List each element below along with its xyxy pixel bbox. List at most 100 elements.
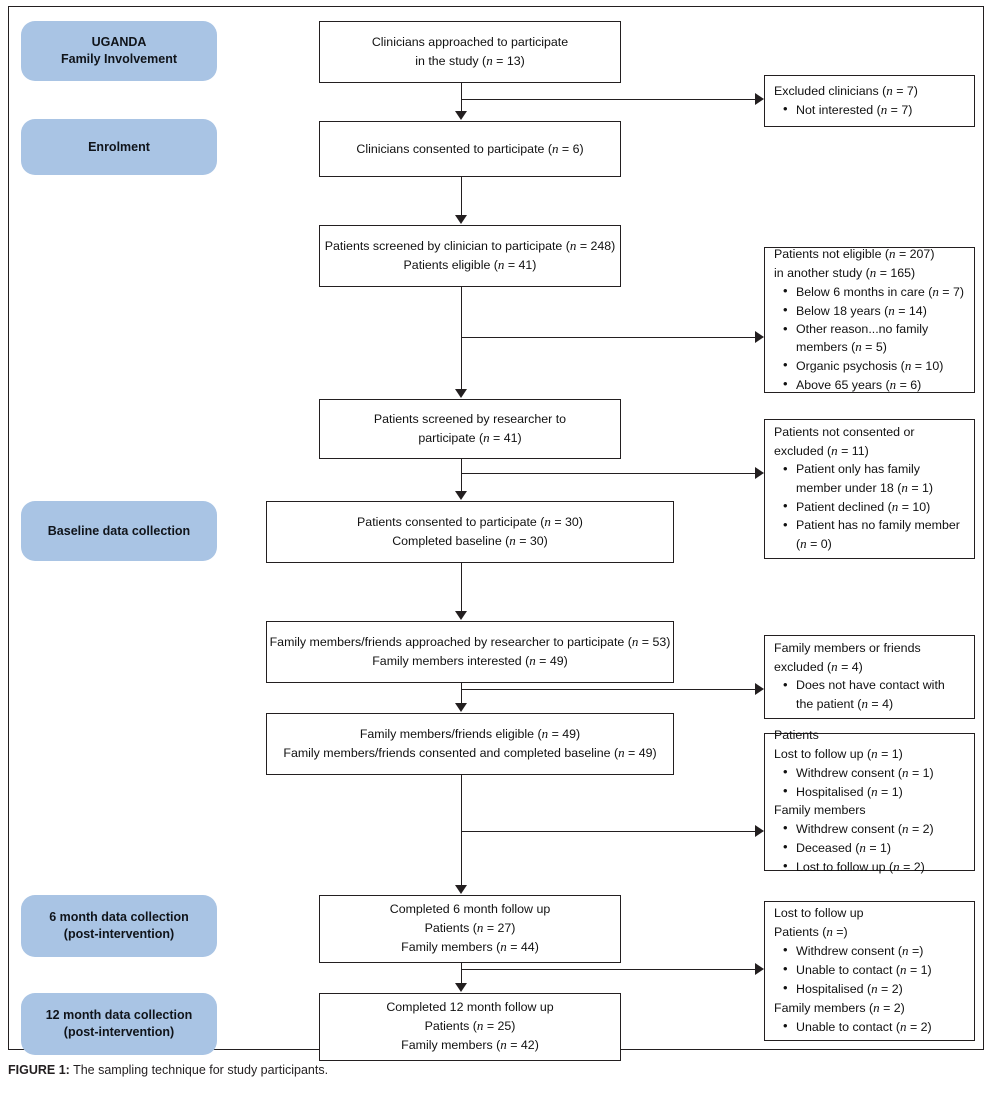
side-bullet: Above 65 years (n = 6) bbox=[774, 375, 921, 395]
box-line: Family members/friends approached by res… bbox=[269, 634, 671, 650]
side-bullet: Other reason...no family members (n = 5) bbox=[774, 320, 965, 358]
side-bullet: Below 18 years (n = 14) bbox=[774, 301, 927, 321]
stage-label-line1: Enrolment bbox=[88, 139, 150, 154]
side-bullet: Withdrew consent (n = 2) bbox=[774, 819, 934, 839]
box-line: participate (n = 41) bbox=[418, 429, 522, 445]
side-bullet: Not interested (n = 7) bbox=[774, 100, 912, 120]
side-heading: Excluded clinicians (n = 7) bbox=[774, 83, 918, 99]
side-bullet: Withdrew consent (n =) bbox=[774, 941, 923, 961]
arrow-right bbox=[755, 825, 764, 837]
connector-horizontal bbox=[461, 831, 757, 833]
side-bullet: Hospitalised (n = 1) bbox=[774, 782, 903, 802]
box-line: Family members (n = 42) bbox=[401, 1036, 539, 1052]
figure-caption-text: The sampling technique for study partici… bbox=[73, 1063, 329, 1077]
box-line: Clinicians approached to participate bbox=[371, 34, 569, 49]
side-heading: Lost to follow up (n = 1) bbox=[774, 746, 903, 762]
side-bullet: Patient declined (n = 10) bbox=[774, 497, 930, 517]
side-bullet: Deceased (n = 1) bbox=[774, 838, 891, 858]
side-bullet: Does not have contact with the patient (… bbox=[774, 676, 965, 714]
side-bullet: Withdrew consent (n = 1) bbox=[774, 763, 934, 783]
side-heading: Family members bbox=[774, 803, 866, 817]
figure-label: FIGURE 1: bbox=[8, 1063, 70, 1077]
box-six-month-followup: Completed 6 month follow up Patients (n … bbox=[319, 895, 621, 963]
stage-pill-baseline: Baseline data collection bbox=[21, 501, 217, 561]
box-patients-consented: Patients consented to participate (n = 3… bbox=[266, 501, 674, 563]
arrow-right bbox=[755, 331, 764, 343]
stage-pill-six-month: 6 month data collection (post-interventi… bbox=[21, 895, 217, 957]
connector-vertical bbox=[461, 775, 463, 886]
side-heading: excluded (n = 4) bbox=[774, 659, 863, 675]
stage-label-line2: (post-intervention) bbox=[63, 1025, 175, 1039]
box-clinicians-approached: Clinicians approached to participate in … bbox=[319, 21, 621, 83]
box-twelve-month-followup: Completed 12 month follow up Patients (n… bbox=[319, 993, 621, 1061]
box-line: Patients screened by researcher to bbox=[373, 411, 567, 426]
arrow-down bbox=[455, 491, 467, 500]
side-bullet: Organic psychosis (n = 10) bbox=[774, 356, 943, 376]
box-line: Patients consented to participate (n = 3… bbox=[357, 514, 583, 530]
connector-horizontal bbox=[461, 969, 757, 971]
arrow-down bbox=[455, 983, 467, 992]
figure-frame: UGANDA Family Involvement Enrolment Base… bbox=[8, 6, 984, 1061]
arrow-right bbox=[755, 467, 764, 479]
box-line: Patients eligible (n = 41) bbox=[403, 257, 537, 272]
box-line: Clinicians consented to participate (n =… bbox=[356, 140, 584, 156]
side-heading: in another study (n = 165) bbox=[774, 264, 916, 280]
arrow-down bbox=[455, 111, 467, 120]
arrow-down bbox=[455, 703, 467, 712]
box-line: Family members (n = 44) bbox=[401, 938, 539, 954]
stage-label-line1: UGANDA bbox=[91, 35, 147, 50]
box-family-excluded: Family members or friends excluded (n = … bbox=[764, 635, 975, 719]
connector-vertical bbox=[461, 683, 463, 704]
box-clinicians-consented: Clinicians consented to participate (n =… bbox=[319, 121, 621, 177]
box-attrition-six-month: Lost to follow up Patients (n =) Withdre… bbox=[764, 901, 975, 1041]
arrow-down bbox=[455, 215, 467, 224]
connector-vertical bbox=[461, 459, 463, 492]
box-line: Family members/friends consented and com… bbox=[283, 745, 657, 760]
box-attrition-baseline: Patients Lost to follow up (n = 1) Withd… bbox=[764, 728, 975, 876]
box-line: in the study (n = 13) bbox=[415, 52, 525, 68]
stage-pill-uganda: UGANDA Family Involvement bbox=[21, 21, 217, 81]
stage-label-line1: Baseline data collection bbox=[47, 523, 191, 538]
connector-horizontal bbox=[461, 473, 757, 475]
arrow-down bbox=[455, 389, 467, 398]
connector-horizontal bbox=[461, 689, 757, 691]
stage-label-line2: (post-intervention) bbox=[63, 927, 175, 941]
side-heading: Patients not eligible (n = 207) bbox=[774, 245, 935, 261]
box-excluded-clinicians: Excluded clinicians (n = 7) Not interest… bbox=[764, 75, 975, 127]
side-heading: Lost to follow up bbox=[774, 906, 864, 921]
arrow-right bbox=[755, 683, 764, 695]
box-patients-not-consented: Patients not consented or excluded (n = … bbox=[764, 419, 975, 559]
arrow-down bbox=[455, 611, 467, 620]
side-bullet: Unable to contact (n = 2) bbox=[774, 1017, 932, 1037]
side-heading: Patients not consented or bbox=[774, 425, 915, 440]
connector-vertical bbox=[461, 177, 463, 216]
box-line: Family members interested (n = 49) bbox=[372, 653, 568, 668]
arrow-right bbox=[755, 963, 764, 975]
box-family-approached: Family members/friends approached by res… bbox=[266, 621, 674, 683]
stage-label-line1: 12 month data collection bbox=[45, 1008, 193, 1023]
box-patients-screened-researcher: Patients screened by researcher to parti… bbox=[319, 399, 621, 459]
connector-vertical bbox=[461, 963, 463, 984]
side-heading: excluded (n = 11) bbox=[774, 443, 869, 459]
stage-label-line2: Family Involvement bbox=[60, 52, 177, 66]
box-patients-not-eligible: Patients not eligible (n = 207) in anoth… bbox=[764, 245, 975, 395]
side-heading: Patients (n =) bbox=[774, 924, 848, 940]
side-heading: Family members (n = 2) bbox=[774, 999, 905, 1015]
side-bullet: Lost to follow up (n = 2) bbox=[774, 857, 925, 877]
connector-vertical bbox=[461, 287, 463, 390]
side-bullet: Hospitalised (n = 2) bbox=[774, 979, 903, 999]
arrow-right bbox=[755, 93, 764, 105]
box-line: Completed 12 month follow up bbox=[386, 1000, 554, 1015]
box-line: Completed baseline (n = 30) bbox=[392, 533, 548, 548]
box-patients-screened-clinician: Patients screened by clinician to partic… bbox=[319, 225, 621, 287]
box-line: Patients (n = 25) bbox=[424, 1018, 516, 1033]
connector-vertical bbox=[461, 83, 463, 112]
connector-vertical bbox=[461, 563, 463, 612]
connector-horizontal bbox=[461, 337, 757, 339]
box-family-eligible: Family members/friends eligible (n = 49)… bbox=[266, 713, 674, 775]
box-line: Patients screened by clinician to partic… bbox=[324, 238, 616, 254]
side-heading: Patients bbox=[774, 728, 819, 743]
arrow-down bbox=[455, 885, 467, 894]
stage-label-line1: 6 month data collection bbox=[49, 910, 189, 925]
